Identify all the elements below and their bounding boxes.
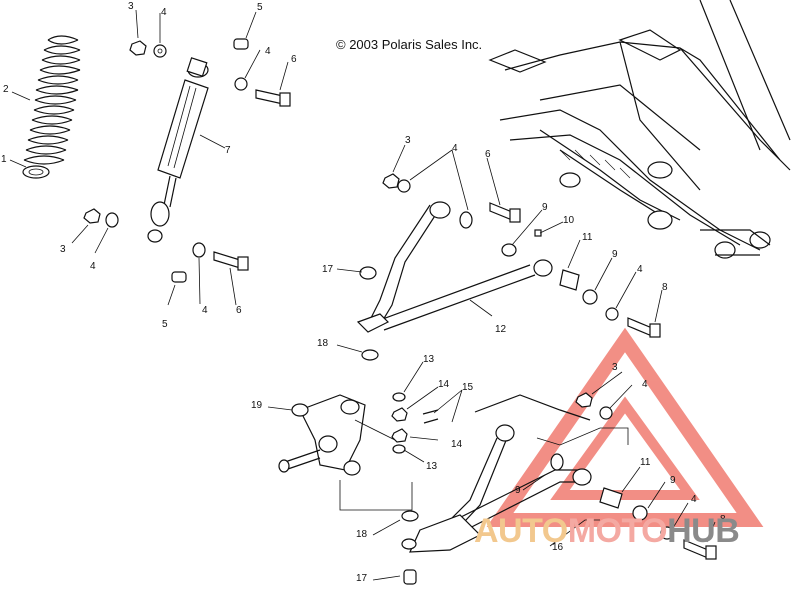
callout-label: 6 [485,149,491,160]
callout-label: 15 [462,382,474,393]
watermark-part1: AUTO [474,512,568,550]
lower-a-arm [401,394,592,585]
callout-label: 4 [452,143,458,154]
callout-label: 12 [495,324,507,335]
callout-label: 9 [515,485,521,496]
callout-label: 7 [225,145,231,156]
watermark-logo: AUTOMOTOHUB [474,512,740,551]
callout-label: 3 [60,244,66,255]
callout-label: 16 [552,542,564,553]
callout-label: 5 [257,2,263,13]
callout-label: 3 [128,1,134,12]
callout-label: 11 [582,232,593,243]
frame [488,0,791,259]
callout-label: 6 [236,305,242,316]
hardware-lower-right [550,392,717,560]
hardware-knuckle [391,392,439,454]
callout-label: 10 [563,215,575,226]
callout-label: 4 [642,379,648,390]
callout-label: 2 [3,84,9,95]
callout-label: 4 [161,7,167,18]
callout-label: 5 [162,319,168,330]
coil-spring [22,35,81,179]
callout-label: 18 [317,338,329,349]
callout-label: 18 [356,529,368,540]
callout-label: 1 [1,154,7,165]
callout-label: 19 [251,400,263,411]
callout-label: 4 [90,261,96,272]
callout-label: 6 [291,54,297,65]
shock-absorber [147,57,209,243]
callout-label: 8 [662,282,668,293]
callout-label: 4 [265,46,271,57]
callout-label: 3 [405,135,411,146]
upper-a-arm [356,201,553,361]
callout-label: 4 [691,494,697,505]
watermark-part3: HUB [667,512,740,550]
hardware-lower-left [83,208,249,283]
callout-label: 13 [426,461,438,472]
callout-label: 4 [202,305,208,316]
watermark-part2: MOTO [567,512,668,550]
callout-label: 9 [612,249,618,260]
callout-label: 14 [451,439,463,450]
callout-label: 17 [322,264,334,275]
callout-label: 11 [640,457,651,468]
hardware-top [129,38,291,107]
hardware-mid [382,173,661,338]
copyright-notice: © 2003 Polaris Sales Inc. [336,37,483,52]
callout-label: 14 [438,379,450,390]
callout-label: 9 [670,475,676,486]
callout-label: 3 [612,362,618,373]
watermark-triangle [486,327,764,527]
callout-label: 9 [542,202,548,213]
leader-lines [9,9,716,581]
callout-label: 17 [356,573,368,584]
callout-label: 8 [720,514,726,525]
spindle [278,394,366,476]
callout-label: 13 [423,354,435,365]
callout-label: 4 [637,264,643,275]
